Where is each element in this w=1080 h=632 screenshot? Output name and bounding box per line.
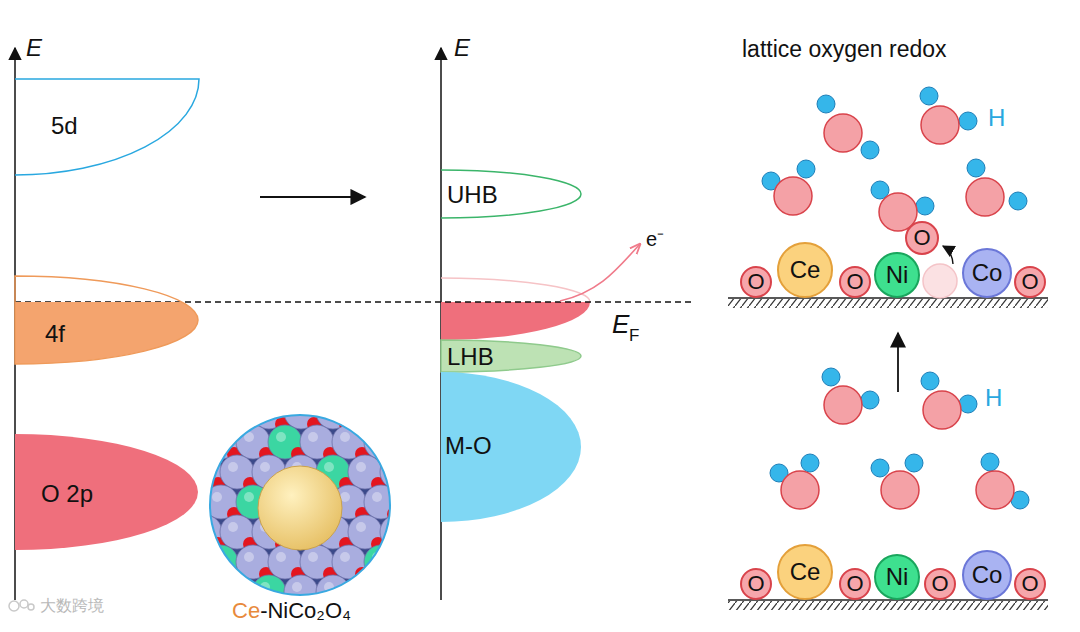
atom-circle: Ce	[777, 242, 833, 298]
atom-circle: O	[839, 266, 871, 298]
5d-band: 5d	[15, 78, 200, 176]
uhb-band: UHB	[441, 170, 581, 218]
formula-label: Ce	[232, 598, 260, 623]
transition-arrow	[260, 196, 365, 198]
atom-circle: O	[839, 568, 871, 600]
band-shape	[15, 78, 200, 176]
lhb-band: LHB	[441, 340, 581, 372]
atom-symbol: Co	[972, 561, 1003, 589]
oxygen-vacancy	[923, 264, 957, 298]
atom-symbol: O	[747, 269, 764, 294]
atom-symbol: Ni	[886, 261, 909, 289]
atom-symbol: O	[1021, 269, 1038, 294]
water-molecules	[762, 87, 1029, 509]
atom-circle: Ce	[777, 544, 833, 600]
atom-symbol: O	[931, 571, 948, 596]
band-label: M-O	[445, 432, 492, 460]
band-label: LHB	[447, 343, 494, 371]
hydrogen-label: H	[988, 104, 1005, 132]
surface-line	[728, 297, 1048, 299]
atom-circle: O	[740, 568, 772, 600]
atom-symbol: O	[1021, 571, 1038, 596]
band-label: O 2p	[41, 480, 93, 508]
atom-circle: O	[905, 221, 939, 255]
atom-circle: Co	[962, 550, 1012, 600]
m-o-band: M-O	[441, 372, 581, 522]
atom-symbol: Ni	[886, 563, 909, 591]
watermark: 大数跨境	[40, 597, 104, 615]
crystal-outline	[210, 415, 390, 595]
4f-band: 4f	[15, 276, 198, 364]
hydrogen-label: H	[985, 384, 1002, 412]
migration-arrow	[943, 246, 953, 264]
band-label: UHB	[447, 181, 498, 209]
atom-circle: Co	[962, 248, 1012, 298]
electron-label: e⁻	[646, 228, 664, 251]
atom-circle: O	[740, 266, 772, 298]
watermark-icon	[9, 600, 34, 611]
band-shape	[15, 276, 198, 364]
band-label: 5d	[51, 112, 78, 140]
fermi-label: E	[612, 310, 629, 340]
process-arrow	[897, 333, 899, 392]
atom-circle: O	[1014, 266, 1046, 298]
atom-circle: Ni	[874, 554, 920, 600]
panel-title: lattice oxygen redox	[742, 36, 947, 62]
atom-symbol: O	[913, 225, 930, 250]
band-label: 4f	[45, 320, 65, 348]
atom-circle: O	[924, 568, 956, 600]
surface-hatch	[728, 299, 1048, 308]
atom-symbol: O	[846, 571, 863, 596]
electron-arrow	[560, 244, 640, 301]
atom-circle: O	[1014, 568, 1046, 600]
atom-symbol: Co	[972, 259, 1003, 287]
surface-hatch	[728, 601, 1048, 610]
fermi-band	[441, 302, 590, 340]
fermi-subscript: F	[629, 326, 639, 346]
o2p-band: O 2p	[15, 434, 198, 550]
crystal-illustration	[188, 395, 433, 611]
atom-symbol: Ce	[790, 558, 821, 586]
atom-symbol: O	[846, 269, 863, 294]
axis-label: E	[26, 34, 42, 62]
axis-label: E	[454, 34, 470, 62]
atom-circle: Ni	[874, 252, 920, 298]
surface-line	[728, 599, 1048, 601]
formula-label: -NiCo₂O₄	[260, 598, 351, 623]
atom-symbol: Ce	[790, 256, 821, 284]
atom-symbol: O	[747, 571, 764, 596]
